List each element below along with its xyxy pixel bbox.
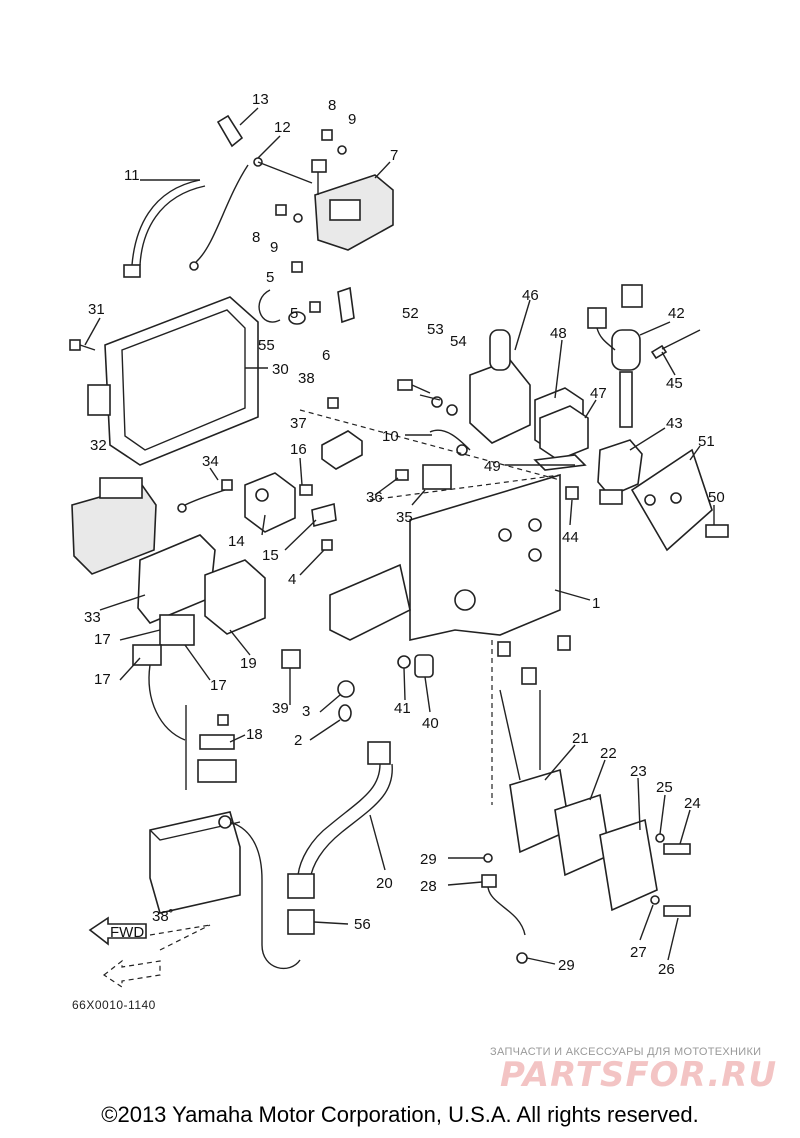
part-number-17: 17 bbox=[210, 677, 227, 694]
part-number-33: 33 bbox=[84, 609, 101, 626]
part-number-17: 17 bbox=[94, 671, 111, 688]
part-number-39: 39 bbox=[272, 700, 289, 717]
part-number-6: 6 bbox=[322, 347, 330, 364]
part-number-24: 24 bbox=[684, 795, 701, 812]
part-number-53: 53 bbox=[427, 321, 444, 338]
part-number-7: 7 bbox=[390, 147, 398, 164]
part-number-21: 21 bbox=[572, 730, 589, 747]
part-number-31: 31 bbox=[88, 301, 105, 318]
part-drawings: FWD 38˚ bbox=[69, 114, 729, 989]
part-number-16: 16 bbox=[290, 441, 307, 458]
part-number-45: 45 bbox=[666, 375, 683, 392]
part-number-3: 3 bbox=[302, 703, 310, 720]
part-number-14: 14 bbox=[228, 533, 245, 550]
part-number-5: 5 bbox=[266, 269, 274, 286]
part-number-46: 46 bbox=[522, 287, 539, 304]
part-number-labels: 13 12 11 8 9 7 8 9 5 5 55 6 31 30 38 37 … bbox=[84, 91, 725, 978]
part-number-9: 9 bbox=[270, 239, 278, 256]
part-number-44: 44 bbox=[562, 529, 579, 546]
part-number-9: 9 bbox=[348, 111, 356, 128]
part-number-4: 4 bbox=[288, 571, 296, 588]
part-number-42: 42 bbox=[668, 305, 685, 322]
part-number-28: 28 bbox=[420, 878, 437, 895]
part-number-27: 27 bbox=[630, 944, 647, 961]
part-number-11: 11 bbox=[124, 167, 140, 184]
part-number-8: 8 bbox=[252, 229, 260, 246]
part-number-38: 38 bbox=[298, 370, 315, 387]
copyright-notice: ©2013 Yamaha Motor Corporation, U.S.A. A… bbox=[101, 1102, 699, 1127]
part-number-52: 52 bbox=[402, 305, 419, 322]
part-number-18: 18 bbox=[246, 726, 263, 743]
part-number-12: 12 bbox=[274, 119, 291, 136]
part-number-48: 48 bbox=[550, 325, 567, 342]
part-number-50: 50 bbox=[708, 489, 725, 506]
part-number-15: 15 bbox=[262, 547, 279, 564]
part-number-30: 30 bbox=[272, 361, 289, 378]
part-number-40: 40 bbox=[422, 715, 439, 732]
part-number-8: 8 bbox=[328, 97, 336, 114]
part-number-54: 54 bbox=[450, 333, 467, 350]
part-number-37: 37 bbox=[290, 415, 307, 432]
watermark-logo: PARTSFOR.RU bbox=[500, 1055, 778, 1095]
leader-lines bbox=[84, 107, 715, 965]
part-number-20: 20 bbox=[376, 875, 393, 892]
part-number-23: 23 bbox=[630, 763, 647, 780]
diagram-code: 66X0010-1140 bbox=[72, 998, 156, 1012]
watermark-caption: ЗАПЧАСТИ И АКСЕССУАРЫ ДЛЯ МОТОТЕХНИКИ bbox=[490, 1046, 762, 1058]
part-number-10: 10 bbox=[382, 428, 399, 445]
part-number-1: 1 bbox=[592, 595, 600, 612]
part-number-49: 49 bbox=[484, 458, 501, 475]
part-number-26: 26 bbox=[658, 961, 675, 978]
part-number-43: 43 bbox=[666, 415, 683, 432]
part-number-22: 22 bbox=[600, 745, 617, 762]
part-number-47: 47 bbox=[590, 385, 607, 402]
angle-label: 38˚ bbox=[152, 908, 174, 925]
part-number-32: 32 bbox=[90, 437, 107, 454]
part-number-35: 35 bbox=[396, 509, 413, 526]
part-number-55: 55 bbox=[258, 337, 275, 354]
part-number-5: 5 bbox=[290, 305, 298, 322]
part-number-25: 25 bbox=[656, 779, 673, 796]
part-number-36: 36 bbox=[366, 489, 383, 506]
part-number-29: 29 bbox=[558, 957, 575, 974]
part-number-2: 2 bbox=[294, 732, 302, 749]
fwd-label: FWD bbox=[110, 924, 144, 941]
part-number-17: 17 bbox=[94, 631, 111, 648]
part-number-34: 34 bbox=[202, 453, 219, 470]
part-number-56: 56 bbox=[354, 916, 371, 933]
part-number-29: 29 bbox=[420, 851, 437, 868]
part-number-13: 13 bbox=[252, 91, 269, 108]
part-number-19: 19 bbox=[240, 655, 257, 672]
part-number-51: 51 bbox=[698, 433, 715, 450]
part-number-41: 41 bbox=[394, 700, 411, 717]
